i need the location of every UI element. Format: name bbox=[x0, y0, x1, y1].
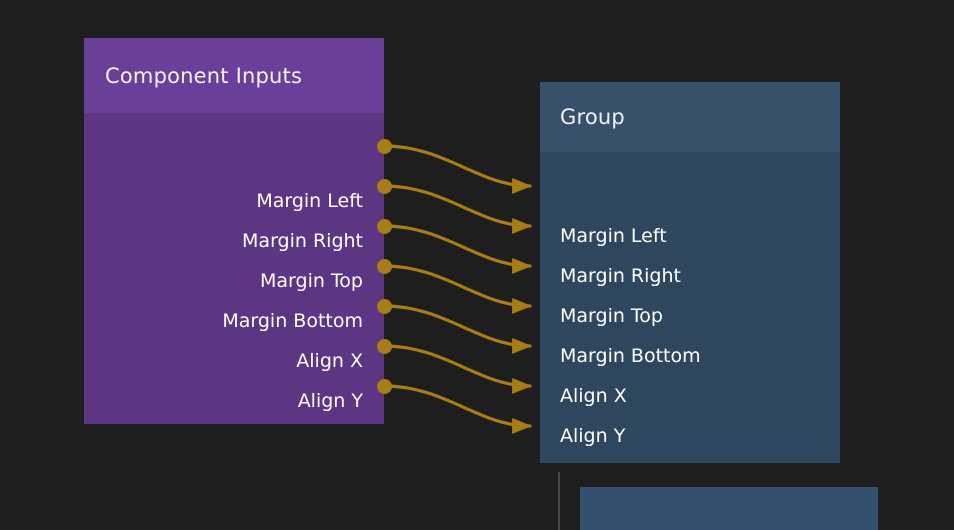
port-label: Margin Bottom bbox=[560, 345, 701, 367]
port-row-align-y[interactable]: Align Y bbox=[84, 381, 384, 421]
port-row-margin-left[interactable]: Margin Left bbox=[540, 216, 840, 256]
port-label: Align X bbox=[296, 350, 363, 372]
port-label: Align Y bbox=[297, 390, 363, 412]
node-header[interactable]: Component Inputs bbox=[84, 38, 384, 113]
port-row-margin-top[interactable]: Margin Top bbox=[540, 296, 840, 336]
output-port-dot-margin-bottom[interactable] bbox=[377, 259, 392, 274]
port-row-margin-right[interactable]: Margin Right bbox=[84, 221, 384, 261]
port-row-align-y[interactable]: Align Y bbox=[540, 416, 840, 456]
port-label: Margin Left bbox=[256, 190, 363, 212]
output-port-dot-align-y[interactable] bbox=[377, 339, 392, 354]
port-row-align-x[interactable]: Align X bbox=[84, 341, 384, 381]
output-port-dot-margin-top[interactable] bbox=[377, 219, 392, 234]
port-label: Margin Top bbox=[560, 305, 663, 327]
tree-guide-line bbox=[558, 472, 560, 530]
port-label: Margin Top bbox=[260, 270, 363, 292]
connection-wire[interactable] bbox=[382, 384, 532, 434]
port-row-margin-right[interactable]: Margin Right bbox=[540, 256, 840, 296]
node-body: Margin Left Margin Right Margin Top Marg… bbox=[540, 152, 840, 463]
output-port-dot-align-x[interactable] bbox=[377, 299, 392, 314]
port-row-margin-bottom[interactable]: Margin Bottom bbox=[540, 336, 840, 376]
output-port-dot-position[interactable] bbox=[377, 379, 392, 394]
output-port-dot-margin-left[interactable] bbox=[377, 139, 392, 154]
port-row-margin-bottom[interactable]: Margin Bottom bbox=[84, 301, 384, 341]
port-label: Margin Left bbox=[560, 225, 667, 247]
port-row-margin-top[interactable]: Margin Top bbox=[84, 261, 384, 301]
node-title: Group bbox=[560, 105, 625, 129]
port-label: Margin Right bbox=[242, 230, 363, 252]
port-label: Align X bbox=[560, 385, 627, 407]
node-header[interactable]: Text bbox=[580, 487, 878, 530]
node-body: Margin Left Margin Right Margin Top Marg… bbox=[84, 113, 384, 424]
port-label: Align Y bbox=[560, 425, 626, 447]
connection-wire[interactable] bbox=[382, 304, 532, 354]
port-row-margin-left[interactable]: Margin Left bbox=[84, 181, 384, 221]
connection-wire[interactable] bbox=[382, 264, 532, 314]
port-row-position[interactable]: Position bbox=[84, 421, 384, 424]
connection-wire[interactable] bbox=[382, 144, 532, 194]
port-label: Margin Right bbox=[560, 265, 681, 287]
port-row-position[interactable]: Position bbox=[540, 456, 840, 463]
node-text[interactable]: Text bbox=[580, 487, 878, 530]
port-row-align-x[interactable]: Align X bbox=[540, 376, 840, 416]
connection-wire[interactable] bbox=[382, 184, 532, 234]
port-label: Margin Bottom bbox=[222, 310, 363, 332]
node-group[interactable]: Group Margin Left Margin Right Margin To… bbox=[540, 82, 840, 463]
output-port-dot-margin-right[interactable] bbox=[377, 179, 392, 194]
node-header[interactable]: Group bbox=[540, 82, 840, 152]
node-component-inputs[interactable]: Component Inputs Margin Left Margin Righ… bbox=[84, 38, 384, 424]
connection-wire[interactable] bbox=[382, 344, 532, 394]
connection-wire[interactable] bbox=[382, 224, 532, 274]
node-title: Component Inputs bbox=[105, 63, 303, 88]
